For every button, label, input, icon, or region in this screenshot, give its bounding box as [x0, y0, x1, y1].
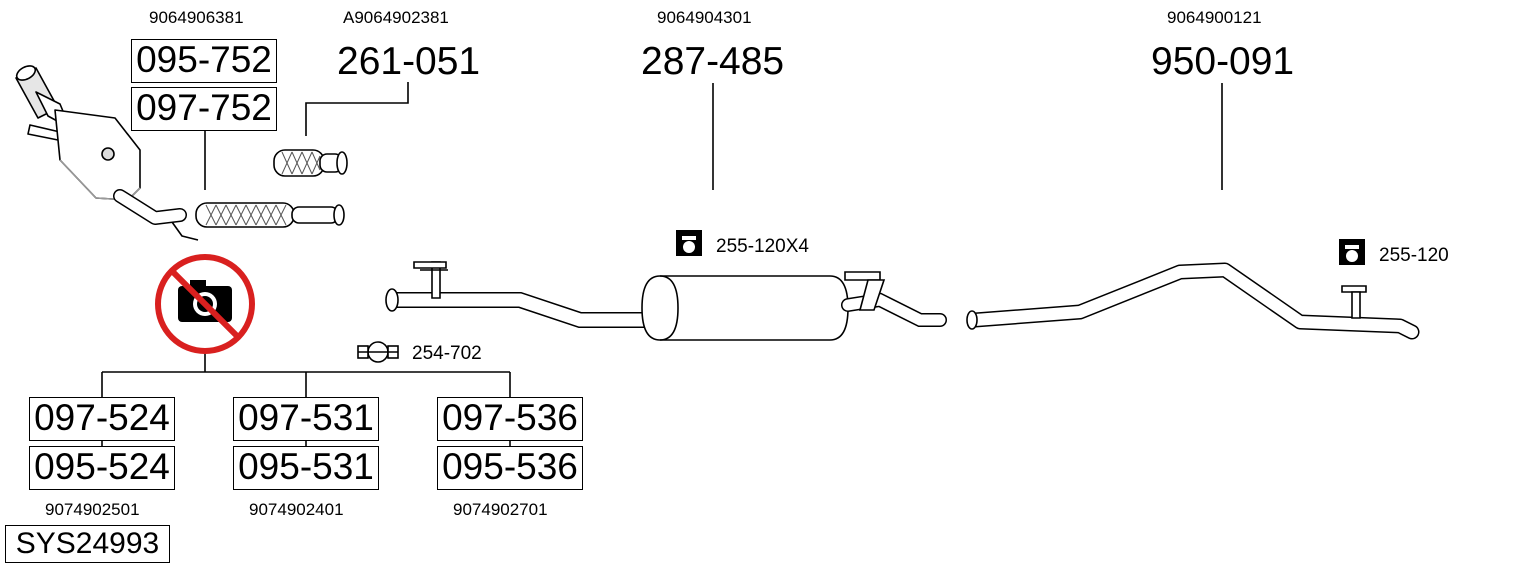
rubber-mount-icon: [676, 230, 702, 256]
part-number-catalyst-b[interactable]: 097-752: [131, 87, 277, 131]
oem-number-dpf-3: 9074902701: [453, 500, 548, 519]
part-number-rear-pipe[interactable]: 950-091: [1151, 40, 1295, 83]
catalyst-flex-section: [195, 202, 345, 228]
part-number-dpf-2a[interactable]: 097-531: [233, 397, 379, 441]
flex-pipe-drawing[interactable]: [273, 149, 348, 177]
middle-silencer-drawing[interactable]: [385, 261, 947, 341]
system-number[interactable]: SYS24993: [5, 525, 170, 563]
clamp-icon: [357, 341, 399, 363]
catalyst-part-drawing[interactable]: [14, 63, 199, 241]
part-number-dpf-3b[interactable]: 095-536: [437, 446, 583, 490]
part-number-dpf-3a[interactable]: 097-536: [437, 397, 583, 441]
oem-number-middle-silencer: 9064904301: [657, 8, 752, 27]
part-number-flex-pipe[interactable]: 261-051: [337, 40, 481, 83]
part-number-dpf-2b[interactable]: 095-531: [233, 446, 379, 490]
no-camera-icon: [155, 254, 255, 354]
rubber-mount-icon: [1339, 239, 1365, 265]
oem-number-dpf-1: 9074902501: [45, 500, 140, 519]
accessory-rubber-mount-middle[interactable]: 255-120X4: [716, 236, 809, 257]
rear-pipe-drawing[interactable]: [966, 262, 1420, 340]
accessory-clamp[interactable]: 254-702: [412, 343, 482, 364]
oem-number-catalyst: 9064906381: [149, 8, 244, 27]
oem-number-dpf-2: 9074902401: [249, 500, 344, 519]
oem-number-flex-pipe: A9064902381: [343, 8, 449, 27]
accessory-rubber-mount-rear[interactable]: 255-120: [1379, 245, 1449, 266]
part-number-dpf-1a[interactable]: 097-524: [29, 397, 175, 441]
part-number-catalyst-a[interactable]: 095-752: [131, 39, 277, 83]
oem-number-rear-pipe: 9064900121: [1167, 8, 1262, 27]
leader-lines: [101, 82, 1223, 447]
part-number-middle-silencer[interactable]: 287-485: [641, 40, 785, 83]
part-number-dpf-1b[interactable]: 095-524: [29, 446, 175, 490]
